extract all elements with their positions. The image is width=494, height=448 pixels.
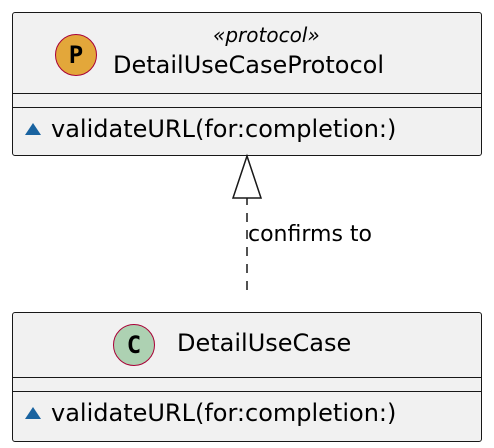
relation-label: confirms to xyxy=(248,222,372,247)
impl-class-box: C DetailUseCase validateURL(for:completi… xyxy=(12,312,482,442)
package-visibility-icon xyxy=(25,407,41,419)
impl-methods-divider xyxy=(13,391,481,392)
impl-attributes-divider xyxy=(13,377,481,378)
protocol-class-name: DetailUseCaseProtocol xyxy=(113,51,384,79)
impl-method: validateURL(for:completion:) xyxy=(51,399,397,427)
class-badge-icon: C xyxy=(113,324,155,366)
protocol-badge-icon: P xyxy=(55,34,97,76)
protocol-methods-divider xyxy=(13,107,481,108)
protocol-attributes-divider xyxy=(13,93,481,94)
package-visibility-icon xyxy=(25,123,41,135)
protocol-stereotype: «protocol» xyxy=(213,23,320,47)
protocol-class-box: P «protocol» DetailUseCaseProtocol valid… xyxy=(12,12,482,156)
impl-class-name: DetailUseCase xyxy=(177,329,352,357)
protocol-method: validateURL(for:completion:) xyxy=(51,115,397,143)
